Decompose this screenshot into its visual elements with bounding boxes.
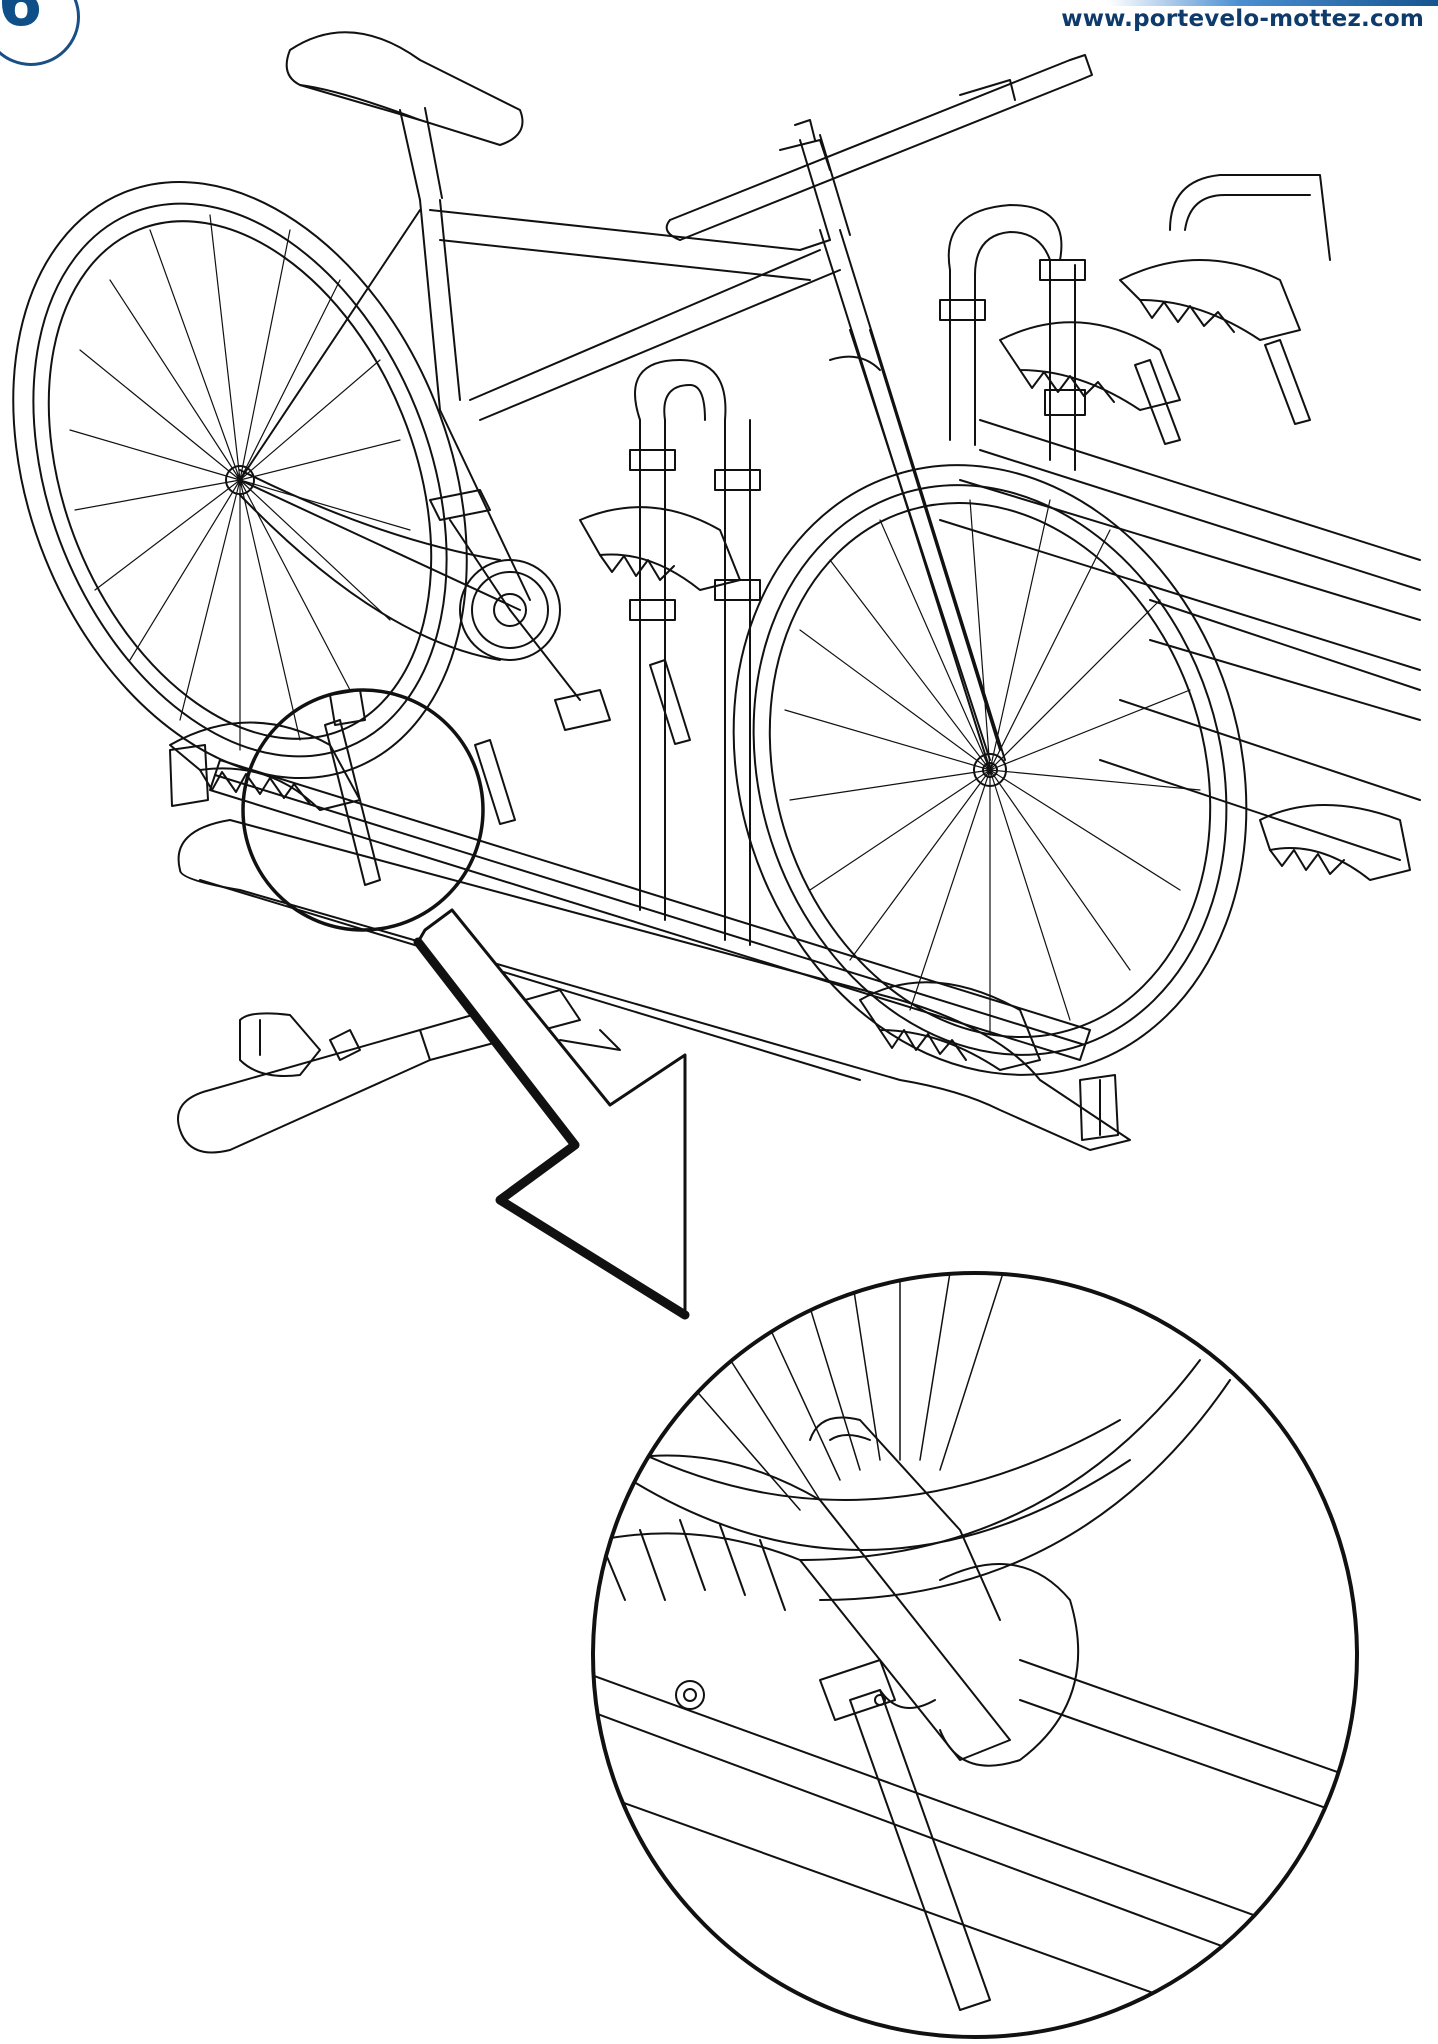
detail-callout-circle	[241, 688, 485, 932]
bicycle-front	[12, 31, 1248, 1076]
strap-ratchet	[324, 339, 1311, 886]
website-url: www.portevelo-mottez.com	[1061, 6, 1424, 32]
detail-zoom-view	[591, 1271, 1359, 2039]
vertical-posts	[629, 174, 1331, 946]
brand-accent-bar	[1108, 0, 1438, 6]
step-number: 6	[0, 0, 43, 41]
wheel-cradles	[169, 259, 1411, 1071]
direction-arrow	[413, 908, 690, 1320]
